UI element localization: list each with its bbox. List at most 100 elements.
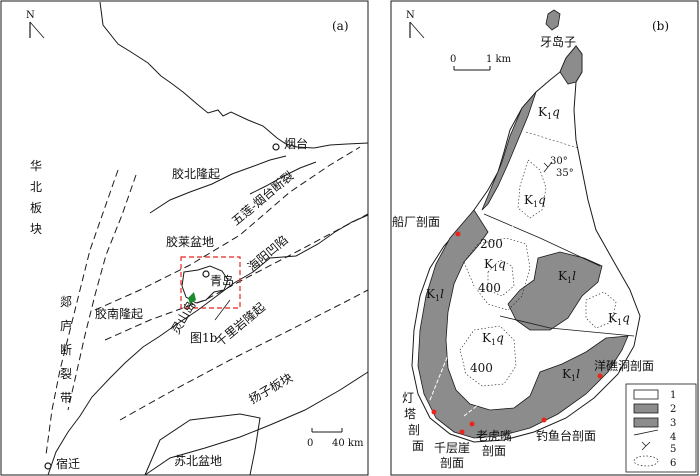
legend-swatch-1 bbox=[633, 389, 659, 400]
jiaolai-basin-label: 胶莱盆地 bbox=[166, 234, 214, 249]
scale-bar-b: 0 1 km bbox=[450, 54, 512, 71]
panel-a-regional-map: N (a) 烟台 青岛 宿迁 灵山岛 图1b 华 北 板 块 郯 庐 断 裂 带… bbox=[0, 0, 369, 476]
section-yangjiaodong-label: 洋礁洞剖面 bbox=[594, 358, 654, 373]
qingdao-label: 青岛 bbox=[210, 273, 234, 288]
figref-label: 图1b bbox=[190, 331, 218, 345]
north-label-b: N bbox=[406, 10, 415, 21]
formation-label-q1: K1q bbox=[538, 105, 560, 121]
yadaozi-islet bbox=[545, 9, 561, 31]
coastline-south bbox=[47, 214, 369, 476]
section-qiancengya-marker bbox=[459, 429, 465, 435]
svg-text:塔: 塔 bbox=[404, 407, 416, 421]
svg-text:1 km: 1 km bbox=[486, 54, 512, 65]
wulian-yantai-fault bbox=[94, 146, 361, 311]
section-chuanchang-marker bbox=[455, 231, 461, 237]
fault-line-3 bbox=[525, 131, 579, 149]
yantai-marker bbox=[272, 143, 280, 151]
regional-map-svg: N (a) 烟台 青岛 宿迁 灵山岛 图1b 华 北 板 块 郯 庐 断 裂 带… bbox=[0, 0, 369, 476]
svg-text:北: 北 bbox=[30, 180, 42, 194]
contour-label-200: 200 bbox=[480, 237, 503, 251]
svg-text:0: 0 bbox=[450, 54, 456, 65]
svg-text:3: 3 bbox=[670, 418, 676, 429]
tanlu-fault-east bbox=[67, 174, 137, 411]
dip-symbols: 30° 35° bbox=[543, 156, 574, 179]
svg-text:剖: 剖 bbox=[408, 423, 420, 437]
formation-label-q3: K1q bbox=[484, 257, 506, 273]
subei-basin-outline bbox=[144, 413, 261, 476]
formation-label-l2: K1l bbox=[426, 287, 444, 303]
legend-swatch-5 bbox=[641, 441, 651, 451]
svg-text:2: 2 bbox=[670, 404, 676, 415]
fault-line-2 bbox=[499, 315, 635, 337]
svg-text:35°: 35° bbox=[556, 168, 574, 179]
svg-text:5: 5 bbox=[670, 444, 676, 455]
svg-text:剖面: 剖面 bbox=[440, 456, 464, 470]
yangzi-plate-label: 扬子板块 bbox=[246, 370, 295, 407]
contour-label-400-south: 400 bbox=[470, 361, 493, 375]
svg-text:剖面: 剖面 bbox=[482, 444, 506, 458]
qingdao-marker bbox=[202, 270, 210, 278]
north-arrow-b: N bbox=[406, 10, 425, 39]
svg-text:灯: 灯 bbox=[402, 391, 414, 405]
tanlu-fault-label: 郯 庐 断 裂 带 bbox=[60, 295, 72, 405]
section-laohuzui-marker bbox=[469, 421, 475, 427]
scale-bar-a: 0 40 km bbox=[307, 428, 364, 449]
figref-leader bbox=[214, 299, 231, 321]
jiaonan-uplift-label: 胶南隆起 bbox=[95, 306, 143, 321]
contour-north bbox=[517, 159, 547, 219]
haiyang-depression-label: 海阳凹陷 bbox=[244, 232, 290, 274]
subei-basin-label: 苏北盆地 bbox=[174, 454, 222, 468]
tanlu-fault-west bbox=[45, 169, 119, 456]
contour-400-north bbox=[487, 259, 515, 297]
inner-boundary-2 bbox=[249, 161, 317, 195]
formation-k1l-ne-strip bbox=[481, 91, 537, 211]
panel-b-label: (b) bbox=[652, 19, 669, 33]
legend-swatch-2 bbox=[633, 403, 659, 414]
svg-text:6: 6 bbox=[670, 458, 676, 469]
svg-text:老虎嘴: 老虎嘴 bbox=[476, 429, 512, 443]
section-qiancengya-label: 千层崖 剖面 bbox=[434, 441, 470, 470]
coastline-bay bbox=[181, 265, 229, 304]
section-laohuzui-label: 老虎嘴 剖面 bbox=[476, 429, 512, 458]
panel-b-frame bbox=[390, 0, 699, 476]
fault-line-1 bbox=[483, 213, 601, 267]
svg-text:裂: 裂 bbox=[60, 367, 72, 381]
contour-label-400-north: 400 bbox=[478, 281, 501, 295]
suqian-marker bbox=[44, 462, 52, 470]
svg-text:千层崖: 千层崖 bbox=[434, 441, 470, 455]
section-chuanchang-label: 船厂剖面 bbox=[392, 215, 440, 229]
formation-label-q2: K1q bbox=[524, 193, 546, 209]
north-arrow-a: N bbox=[26, 10, 45, 39]
formation-k1l-east bbox=[507, 251, 603, 331]
formation-label-l3: K1l bbox=[562, 367, 580, 383]
yantai-label: 烟台 bbox=[284, 136, 308, 151]
formation-label-q5: K1q bbox=[482, 331, 504, 347]
section-diaoyutai-label: 钓鱼台剖面 bbox=[536, 428, 596, 443]
suqian-label: 宿迁 bbox=[56, 456, 80, 471]
island-map-svg: N (b) 0 1 km 牙岛子 K1q K1q K1q K1q K1q K1l… bbox=[390, 0, 699, 476]
section-diaoyutai-marker bbox=[541, 417, 547, 423]
section-yangjiaodong-marker bbox=[597, 373, 603, 379]
panel-a-frame bbox=[0, 0, 369, 476]
wulian-fault-label: 五莲-烟台断裂 bbox=[228, 168, 296, 228]
study-area-box bbox=[180, 256, 241, 309]
svg-text:1: 1 bbox=[670, 390, 676, 401]
panel-b-island-map: N (b) 0 1 km 牙岛子 K1q K1q K1q K1q K1q K1l… bbox=[390, 0, 700, 476]
legend-swatch-6 bbox=[633, 455, 659, 467]
svg-text:块: 块 bbox=[30, 222, 42, 236]
qianliyan-fault bbox=[104, 213, 369, 341]
svg-text:4: 4 bbox=[670, 432, 676, 443]
huabei-plate-label: 华 北 板 块 bbox=[30, 159, 42, 236]
section-dengta-label: 灯 塔 剖 面 bbox=[402, 391, 424, 453]
road-2 bbox=[463, 335, 605, 417]
lingshan-island bbox=[188, 292, 196, 304]
svg-text:面: 面 bbox=[412, 439, 424, 453]
legend-swatch-4 bbox=[633, 429, 659, 436]
formation-label-q4: K1q bbox=[608, 311, 630, 327]
svg-text:0: 0 bbox=[307, 438, 313, 449]
coastline bbox=[99, 1, 369, 149]
panel-a-label: (a) bbox=[332, 19, 349, 33]
legend: 1 2 3 4 5 6 bbox=[625, 383, 697, 473]
north-label-a: N bbox=[26, 10, 35, 21]
svg-text:40 km: 40 km bbox=[332, 438, 364, 449]
